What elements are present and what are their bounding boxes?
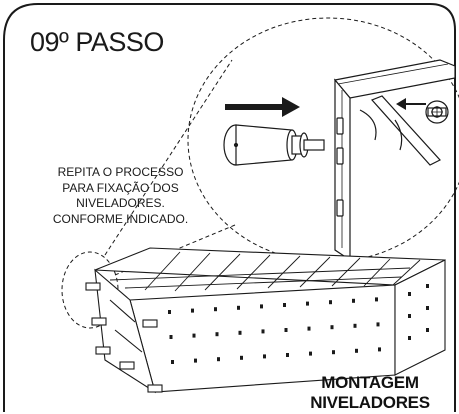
rack-top-face [94,247,446,286]
rack-hole [408,314,411,318]
step-title: 09º PASSO [30,27,164,57]
rack-hole [426,328,429,332]
rack-hole [237,305,240,310]
rack-hole [284,328,288,332]
frame-post [334,78,351,262]
rack-hole [332,350,335,355]
rack-hole [307,326,311,331]
rack-hole [191,308,194,313]
rack-hole [330,325,334,330]
rack-right-face [394,259,446,376]
instruction-line: CONFORME INDICADO. [52,211,189,226]
rack-hole [261,329,265,334]
rack-hole [353,323,357,328]
rack-hole [240,355,243,360]
frame-brace [370,95,441,166]
rack-hole [286,353,289,357]
panel-border [3,3,456,412]
rack-hole [168,310,171,314]
rack-hole [355,348,358,353]
instruction-line: REPITA O PROCESSO [57,165,184,179]
assembly-caption: MONTAGEM NIVELADORES [305,373,435,413]
rack-hole [306,301,309,306]
rack-hole [260,304,263,309]
rack-hole [408,336,411,340]
detail-view [223,59,456,262]
rack-hole [309,351,312,356]
rack-hole [171,360,174,364]
rack-hole [352,298,355,303]
rack-hole [329,300,332,305]
rack-hole [194,358,197,363]
rack-hole [215,332,219,337]
rack-hole [263,354,266,359]
rack-hole [169,335,173,339]
insert-arrow-icon [225,97,300,117]
rack-hole [426,284,429,288]
rack-hole [378,347,381,352]
rack-leveler-feet [85,282,163,393]
instruction-line: PARA FIXAÇÃO DOS [62,180,179,195]
rack-hole [217,357,220,362]
rack-hole [238,330,242,335]
rack-hole [214,307,217,312]
caption-line: NIVELADORES [310,393,430,412]
rack-hole [283,303,286,307]
rack-hole [376,322,380,327]
insert-arrow-icon-frame [396,98,426,110]
instruction-line: NIVELADORES. [76,196,165,210]
caption-line: MONTAGEM [321,373,419,392]
instruction-text: REPITA O PROCESSO PARA FIXAÇÃO DOS NIVEL… [18,165,223,227]
rack-assembly [85,247,446,394]
rack-hole [408,292,411,296]
leveler-foot-detail [223,124,325,166]
rack-hole-pattern [168,284,429,364]
rack-hole [426,306,429,310]
rack-hole [375,297,378,302]
callout-leader-top [104,59,233,256]
rack-hole [192,333,196,338]
